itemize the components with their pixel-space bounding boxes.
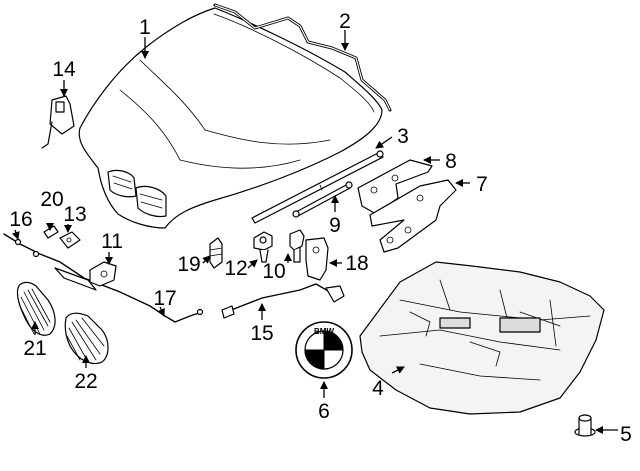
callout-4: 4 <box>372 377 384 400</box>
callout-14: 14 <box>52 58 76 81</box>
callout-2: 2 <box>339 10 351 33</box>
clip-10 <box>289 229 305 263</box>
callout-labels: 1 2 3 4 5 6 7 8 9 10 11 12 13 14 15 16 1… <box>9 10 632 446</box>
callout-12: 12 <box>224 257 247 280</box>
callout-15: 15 <box>250 322 273 345</box>
bmw-emblem: BMW <box>295 321 353 379</box>
callout-7: 7 <box>476 173 488 196</box>
hood-hinge-upper <box>357 159 433 215</box>
hood-panel <box>78 7 383 229</box>
callout-13: 13 <box>63 203 86 226</box>
support-rod <box>292 181 353 218</box>
callout-10: 10 <box>262 260 285 283</box>
callout-1: 1 <box>139 16 151 39</box>
latch-bracket-11 <box>89 261 117 287</box>
hood-seal <box>213 3 392 112</box>
bump-stop-19 <box>209 237 223 269</box>
hood-latch <box>41 95 75 149</box>
callout-5: 5 <box>620 423 632 446</box>
release-lever-15 <box>221 283 345 319</box>
push-clip-5 <box>574 414 596 437</box>
callout-8: 8 <box>445 150 457 173</box>
callout-18: 18 <box>345 252 368 275</box>
bracket-18 <box>305 237 329 281</box>
hood-gas-strut <box>251 150 384 224</box>
callout-16: 16 <box>9 208 32 231</box>
callout-11: 11 <box>101 230 123 253</box>
callout-20: 20 <box>40 188 63 211</box>
callout-3: 3 <box>397 125 409 148</box>
release-cables <box>3 233 204 323</box>
engine-splash-shield <box>359 261 605 415</box>
callout-21: 21 <box>23 337 46 360</box>
clip-20 <box>43 225 59 239</box>
leader-lines <box>11 30 618 434</box>
callout-17: 17 <box>153 287 176 310</box>
bolt-12 <box>253 231 273 263</box>
callout-19: 19 <box>177 253 200 276</box>
clip-13 <box>59 231 81 249</box>
kidney-grille-right <box>64 312 109 365</box>
kidney-grille-left <box>16 281 56 336</box>
callout-6: 6 <box>318 400 330 423</box>
hood-hinge-assembly <box>369 179 457 253</box>
callout-9: 9 <box>329 214 341 237</box>
emblem-lettering: BMW <box>314 327 334 336</box>
callout-22: 22 <box>74 370 97 393</box>
